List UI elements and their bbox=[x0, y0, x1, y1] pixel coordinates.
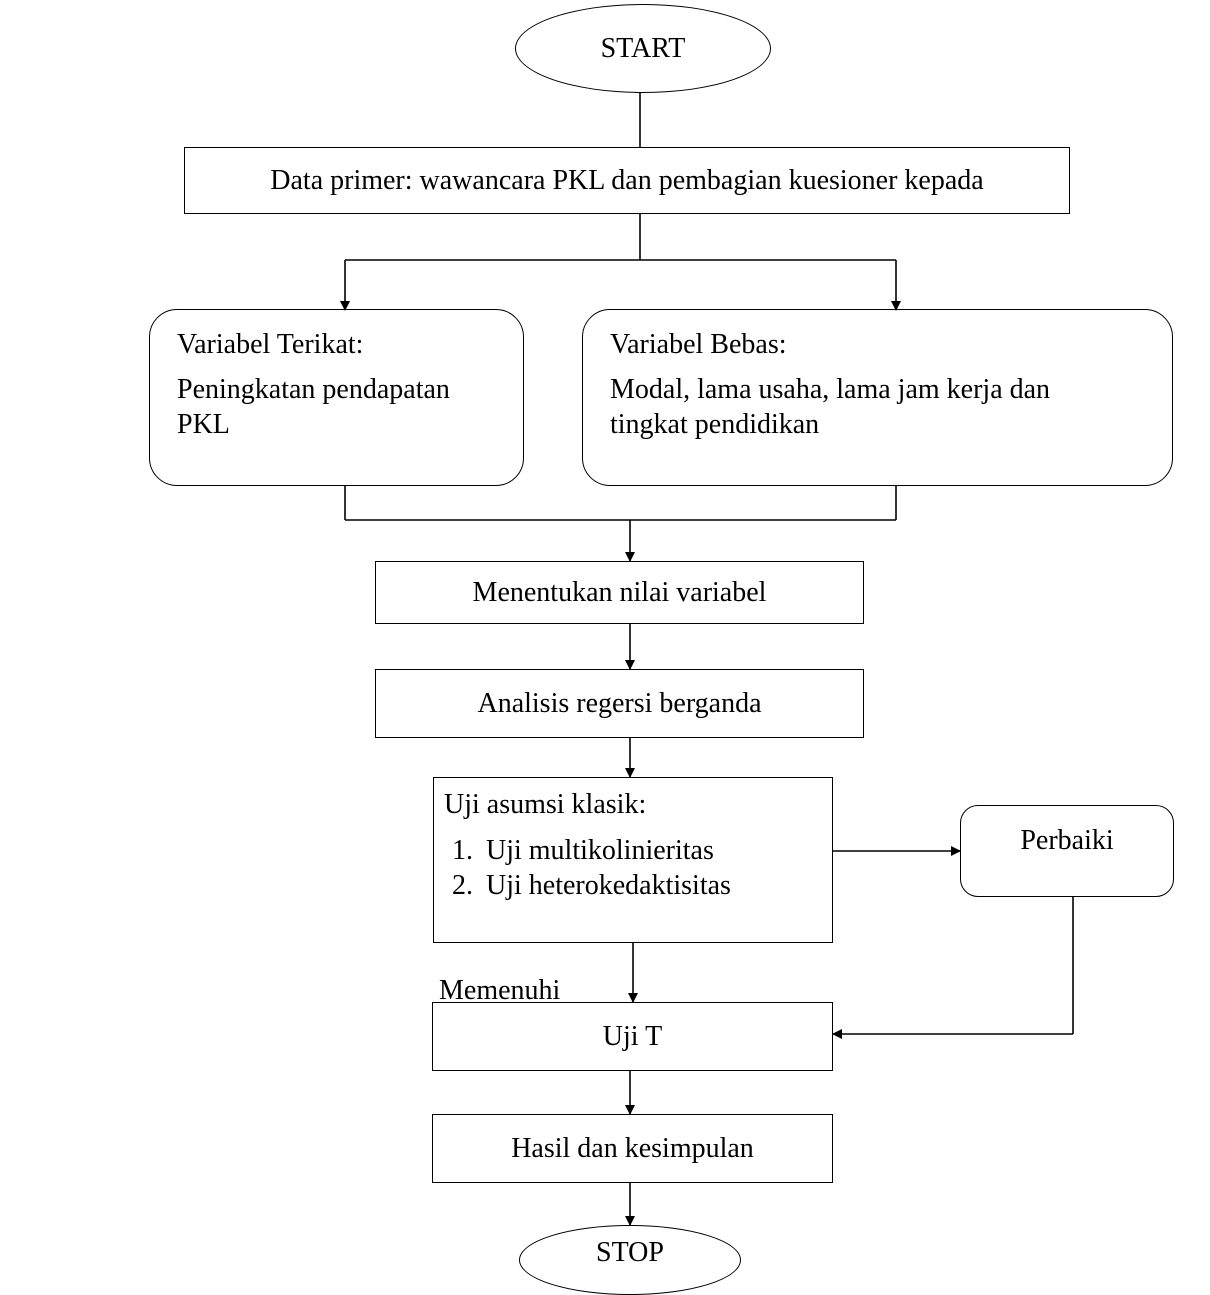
memenuhi-label: Memenuhi bbox=[439, 975, 561, 1006]
hasil-kesimpulan-box: Hasil dan kesimpulan bbox=[432, 1114, 833, 1183]
start-terminator: START bbox=[515, 4, 771, 93]
stop-label: STOP bbox=[596, 1237, 664, 1269]
uji-asumsi-list: 1. Uji multikolinieritas 2. Uji heteroke… bbox=[444, 834, 822, 903]
list-item: 2. Uji heterokedaktisitas bbox=[452, 869, 822, 903]
data-primer-box: Data primer: wawancara PKL dan pembagian… bbox=[184, 147, 1070, 214]
menentukan-nilai-label: Menentukan nilai variabel bbox=[472, 576, 767, 608]
start-label: START bbox=[600, 32, 686, 64]
uji-asumsi-title: Uji asumsi klasik: bbox=[444, 789, 647, 820]
variabel-terikat-box: Variabel Terikat: Peningkatan pendapatan… bbox=[149, 309, 524, 486]
uji-asumsi-klasik-box: Uji asumsi klasik: 1. Uji multikolinieri… bbox=[433, 777, 833, 943]
stop-terminator: STOP bbox=[519, 1225, 741, 1295]
perbaiki-box: Perbaiki bbox=[960, 805, 1174, 897]
analisis-regresi-box: Analisis regersi berganda bbox=[375, 669, 864, 738]
variabel-bebas-box: Variabel Bebas: Modal, lama usaha, lama … bbox=[582, 309, 1173, 486]
variabel-bebas-description: Modal, lama usaha, lama jam kerja dan ti… bbox=[610, 373, 1051, 441]
hasil-kesimpulan-label: Hasil dan kesimpulan bbox=[511, 1132, 754, 1164]
list-item-number: 2. bbox=[452, 870, 473, 902]
variabel-terikat-description: Peningkatan pendapatan PKL bbox=[177, 373, 450, 441]
variabel-terikat-title: Variabel Terikat: bbox=[177, 329, 364, 360]
variabel-bebas-title: Variabel Bebas: bbox=[610, 329, 787, 360]
data-primer-label: Data primer: wawancara PKL dan pembagian… bbox=[270, 164, 984, 196]
uji-t-label: Uji T bbox=[602, 1020, 663, 1052]
menentukan-nilai-box: Menentukan nilai variabel bbox=[375, 561, 864, 624]
perbaiki-label: Perbaiki bbox=[1020, 825, 1114, 856]
list-item-number: 1. bbox=[452, 834, 473, 866]
list-item-text: Uji heterokedaktisitas bbox=[486, 870, 731, 902]
list-item: 1. Uji multikolinieritas bbox=[452, 834, 822, 868]
list-item-text: Uji multikolinieritas bbox=[486, 834, 714, 866]
uji-t-box: Uji T bbox=[432, 1002, 833, 1071]
analisis-regresi-label: Analisis regersi berganda bbox=[477, 687, 762, 719]
